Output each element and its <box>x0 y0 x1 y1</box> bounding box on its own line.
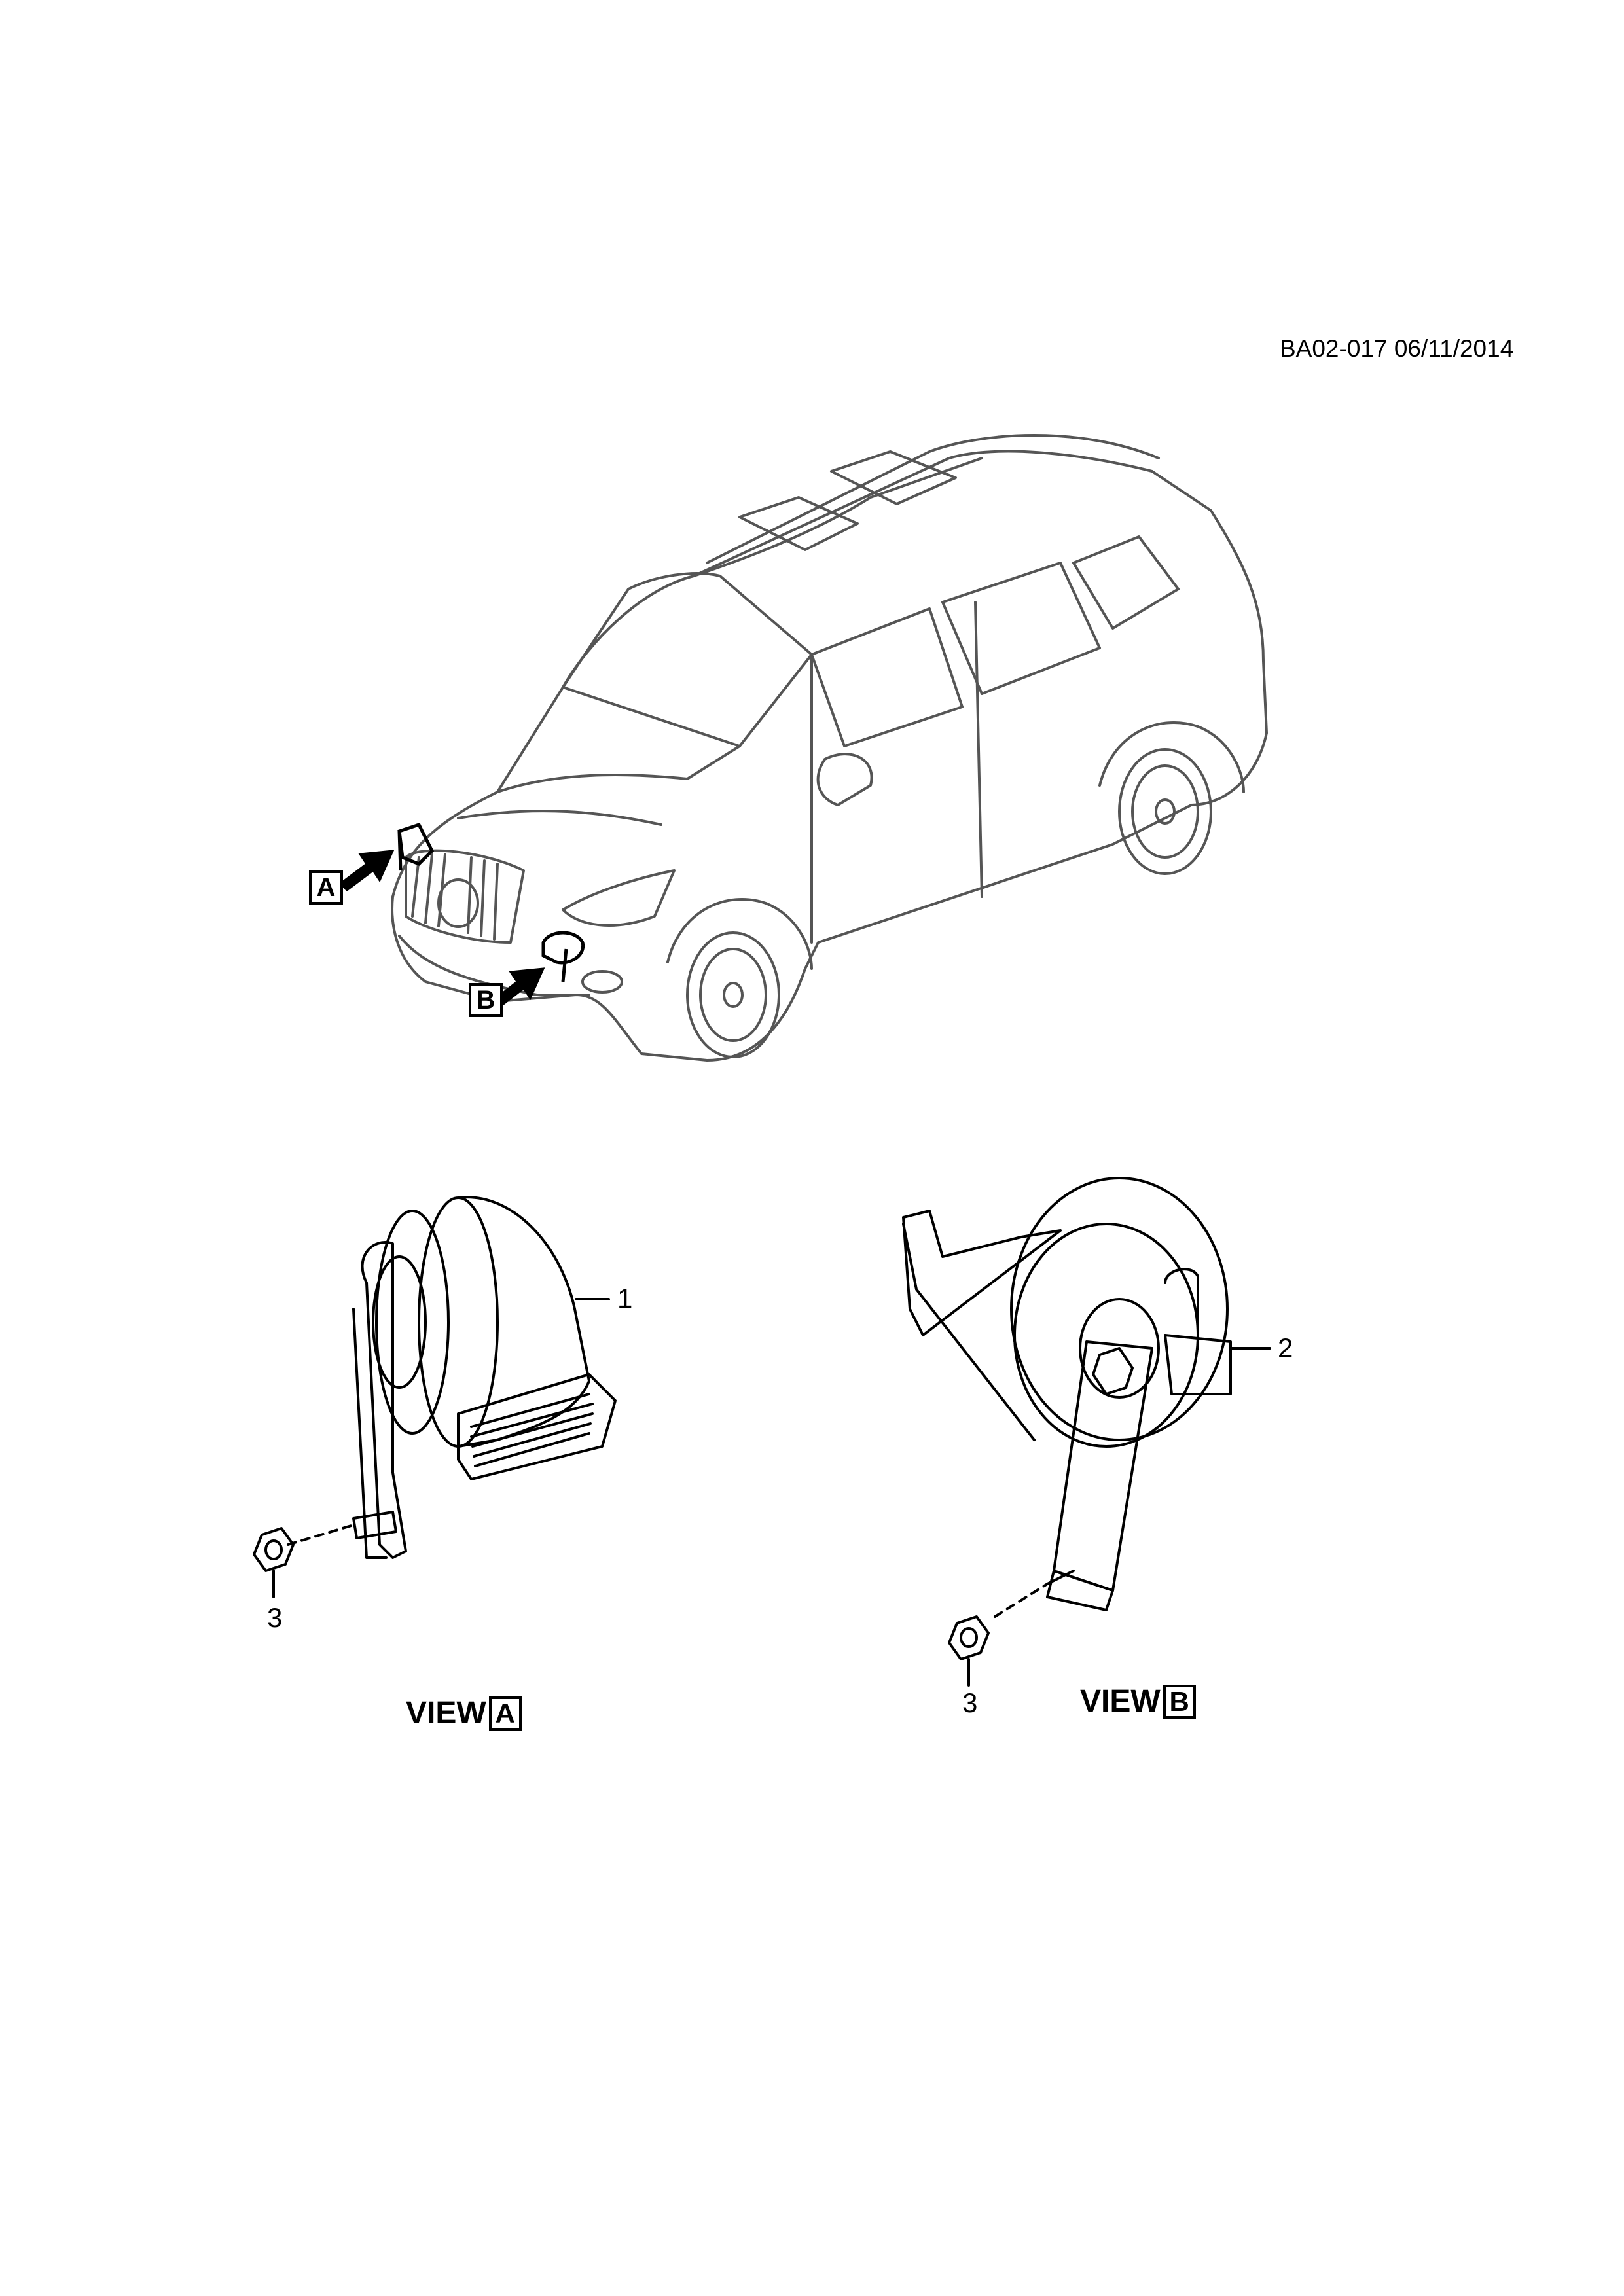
callout-3-view-b: 3 <box>962 1687 978 1718</box>
view-a-marker: A <box>309 870 343 905</box>
front-wheel <box>686 931 780 1058</box>
horn-a-nut <box>253 1527 295 1572</box>
horn-b-connector-tab <box>1164 1268 1199 1350</box>
front-wheel-arch <box>666 898 813 970</box>
fog-lamp <box>581 970 623 994</box>
horn-a-stud <box>352 1511 397 1539</box>
rear-side-window <box>941 562 1101 695</box>
horn-a-nut-line <box>287 1524 355 1546</box>
rear-door-line <box>974 601 983 898</box>
sunroof-front-panel <box>738 496 859 551</box>
callout-1: 1 <box>617 1283 633 1314</box>
grille-emblem <box>437 878 479 928</box>
horn-a-nut-hole <box>264 1539 283 1560</box>
view-a-title: VIEW A <box>406 1695 522 1731</box>
view-b-title-word: VIEW <box>1080 1684 1161 1719</box>
horn-b-center-cap <box>1079 1298 1160 1399</box>
front-wheel-rim <box>699 948 767 1042</box>
windshield <box>562 572 813 747</box>
horn-b-bracket-top <box>902 1223 1036 1441</box>
callout-3-view-a: 3 <box>267 1602 283 1633</box>
horn-b-bolt <box>1092 1347 1134 1395</box>
rear-wheel <box>1118 748 1212 875</box>
horn-b-connector <box>1164 1334 1232 1395</box>
rear-wheel-arch <box>1098 721 1245 793</box>
side-mirror <box>816 753 873 806</box>
rear-wheel-rim <box>1131 764 1199 859</box>
horn-a-bracket-arm <box>352 1308 388 1559</box>
front-bumper <box>398 935 590 996</box>
sunroof-rear-panel <box>830 450 957 505</box>
view-b-title: VIEW B <box>1080 1683 1196 1719</box>
front-side-window <box>810 607 964 747</box>
hood-line <box>496 745 741 793</box>
horn-a-grille-box <box>457 1373 617 1480</box>
horn-a-center-cap <box>372 1255 427 1389</box>
horn-a-bracket <box>361 1241 407 1559</box>
horn-b-stud <box>1046 1570 1075 1585</box>
document-id-and-date: BA02-017 06/11/2014 <box>1280 335 1514 362</box>
hood-crease <box>457 810 662 826</box>
horn-a-front-disc <box>375 1210 450 1435</box>
horn-b-outer-disc <box>1010 1177 1229 1441</box>
arrow-a <box>338 850 395 891</box>
view-b-title-letter: B <box>1163 1684 1196 1719</box>
horn-b-location <box>541 931 585 982</box>
horn-b-nut-hole <box>960 1627 978 1648</box>
view-b-marker: B <box>469 983 503 1017</box>
horn-b-strap-foot <box>1046 1570 1114 1611</box>
grille-slats <box>411 853 499 941</box>
callout-2: 2 <box>1278 1333 1293 1363</box>
headlight <box>562 869 676 927</box>
horn-b-bracket-frame <box>902 1210 1062 1336</box>
vehicle-roof-line <box>693 457 983 577</box>
horn-b-nut-line <box>994 1583 1049 1618</box>
horn-a-location <box>397 822 435 871</box>
vehicle-roof-rail <box>706 434 1160 564</box>
horn-a-grille-slats <box>470 1393 594 1467</box>
quarter-window <box>1072 535 1180 630</box>
view-a-title-letter: A <box>488 1696 522 1731</box>
horn-b-strap <box>1053 1340 1153 1592</box>
front-wheel-hub <box>723 982 744 1008</box>
horn-a-shell <box>457 1196 590 1448</box>
horn-b-nut <box>948 1615 990 1660</box>
vehicle-body-outline <box>391 450 1268 1062</box>
view-a-title-word: VIEW <box>406 1696 486 1731</box>
rear-wheel-hub <box>1155 798 1176 825</box>
